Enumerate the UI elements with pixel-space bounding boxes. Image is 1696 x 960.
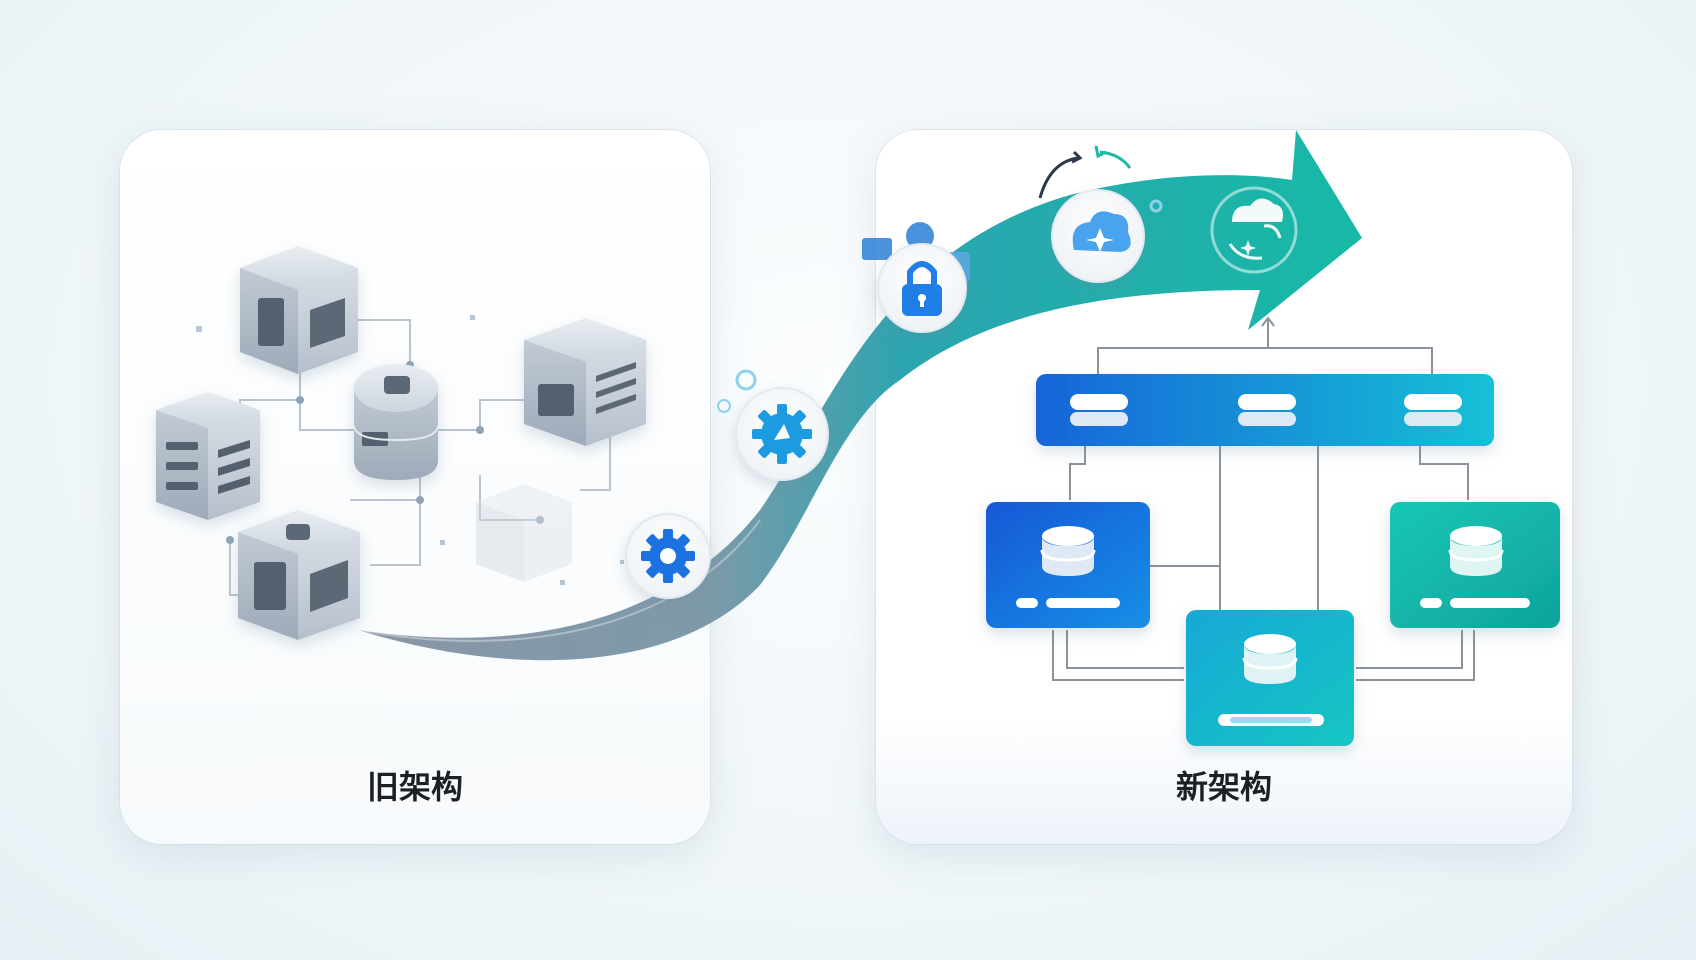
chip-cube-icon [238, 510, 360, 640]
motion-dash-icon [821, 366, 841, 374]
old-architecture-caption: 旧架构 [366, 768, 463, 806]
sync-arrows-icon [1038, 145, 1163, 213]
document-cube-icon [156, 392, 260, 520]
cloud-icon [1051, 189, 1145, 283]
gear-rocket-icon [735, 387, 829, 481]
new-architecture-caption: 新架构 [1175, 768, 1272, 806]
card-status-bar [1218, 714, 1324, 726]
server-stack-icon [524, 318, 646, 446]
cloud-sync-icon [1210, 186, 1298, 274]
bubble-icon [735, 369, 757, 391]
database-icon [1448, 526, 1504, 576]
database-icon [1040, 526, 1096, 576]
new-connection-lines [1052, 316, 1475, 681]
legacy-sparkles [196, 315, 624, 585]
bus-slot-icons [1070, 394, 1462, 426]
server-cube-icon [240, 246, 358, 374]
bubble-icon [717, 399, 731, 413]
gear-icon [625, 513, 711, 599]
lock-icon [862, 222, 970, 333]
database-cube-icon [353, 364, 439, 480]
card-status-bar [1420, 598, 1530, 608]
card-status-bar [1016, 598, 1120, 608]
faded-cube-icon [476, 484, 572, 582]
database-icon [1242, 634, 1298, 684]
